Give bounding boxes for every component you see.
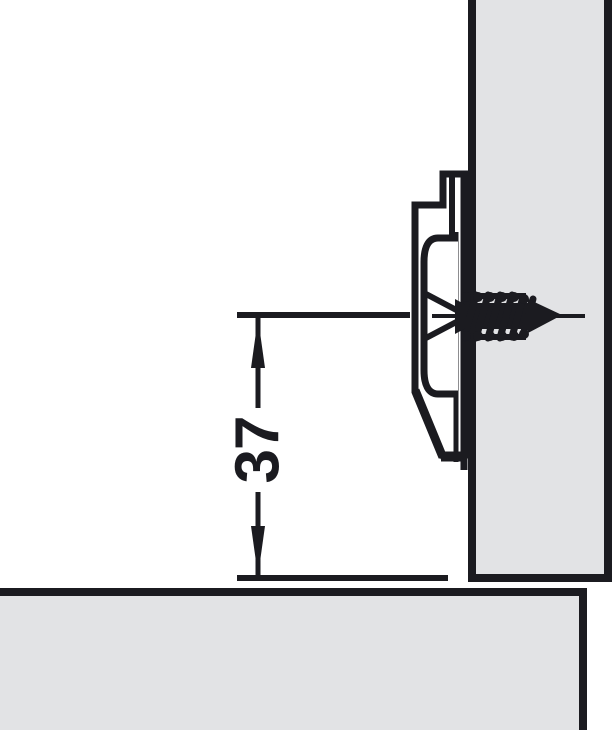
screw-thread-crests (461, 292, 529, 341)
side-panel-group (468, 0, 612, 582)
screw-point (528, 299, 562, 333)
fixing-screw-group (432, 291, 585, 342)
dimension-37: 37 (224, 312, 448, 581)
side-panel-body (468, 0, 612, 582)
bottom-panel-group (0, 588, 587, 730)
bottom-panel-body (0, 588, 587, 730)
screw-head (455, 299, 466, 334)
dimension-value-37: 37 (224, 417, 293, 484)
plate-bottom-chamfer (412, 388, 448, 460)
dimension-arrowhead-up (251, 318, 265, 368)
dimension-arrowhead-down (251, 526, 265, 576)
